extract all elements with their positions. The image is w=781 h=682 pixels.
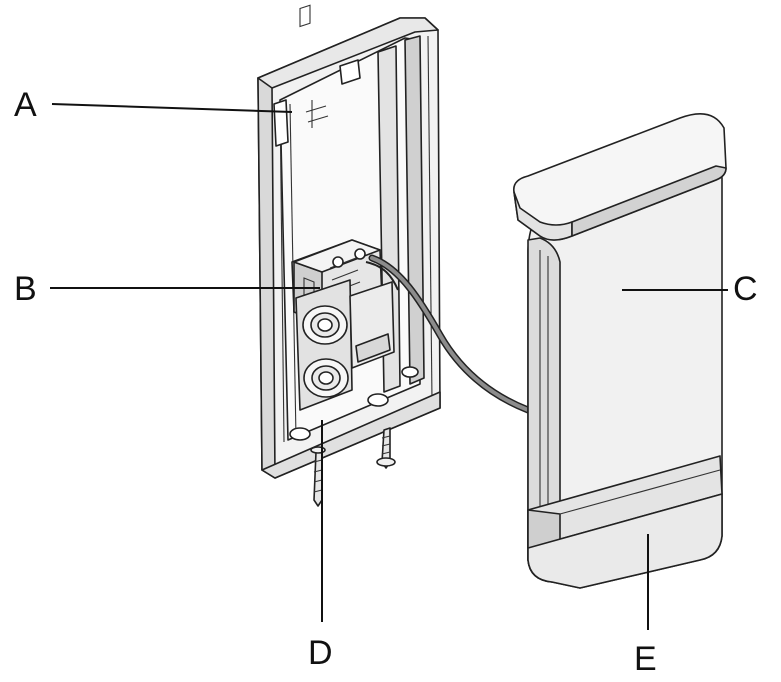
leader-a [51, 103, 293, 113]
mounting-screws [310, 427, 396, 507]
callout-leaders [50, 103, 728, 630]
callout-b: B [14, 270, 37, 308]
sensor-cover [512, 112, 727, 589]
callout-labels: A B C D E [14, 86, 758, 678]
sensor-cable [365, 254, 532, 414]
callout-e: E [634, 640, 657, 678]
callout-d: D [308, 634, 333, 672]
cable-entry-glands [295, 279, 395, 411]
callout-a: A [14, 86, 37, 124]
callout-c: C [733, 270, 758, 308]
